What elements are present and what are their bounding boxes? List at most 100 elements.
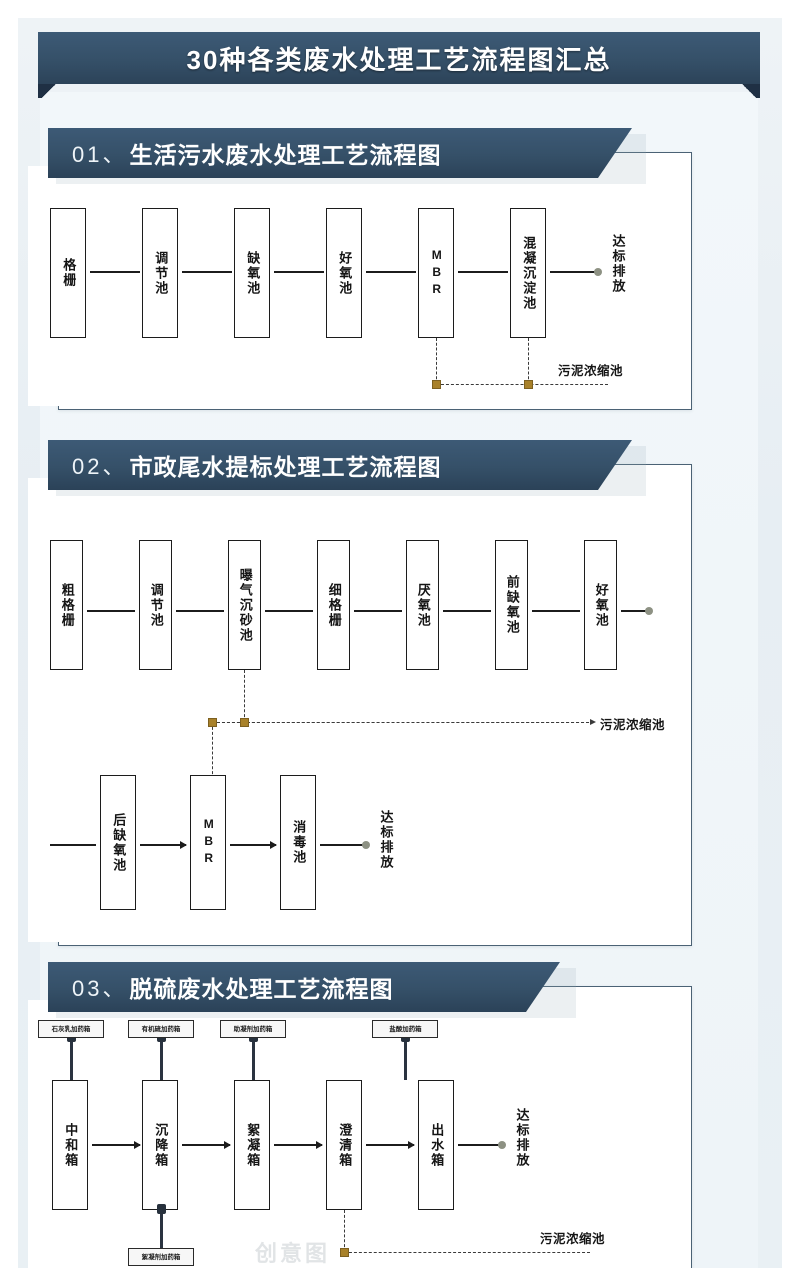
connector-arrow: [443, 610, 491, 612]
process-box-zhonghexiang: 中和箱: [52, 1080, 88, 1210]
process-box-label: 前缺氧池: [504, 575, 520, 635]
main-title-banner: 30种各类废水处理工艺流程图汇总: [38, 32, 760, 84]
process-box-chushuixiang: 出水箱: [418, 1080, 454, 1210]
section-01: 01、 生活污水废水处理工艺流程图 格栅 调节池 缺氧池 好氧池 MBR 混凝沉…: [0, 128, 718, 428]
process-box-label: 调节池: [148, 582, 164, 628]
sludge-main-line: [436, 384, 608, 385]
outlet-connector: [458, 1141, 506, 1149]
outlet-label: 达标排放: [610, 234, 626, 294]
connector-arrow: [265, 610, 313, 612]
process-box-label: 后缺氧池: [111, 812, 127, 873]
process-box-tiaojiechi: 调节池: [142, 208, 178, 338]
dosing-tank-youjiliu: 有机硫加药箱: [128, 1020, 194, 1038]
section-02-number: 02、: [72, 454, 128, 479]
process-box-label: 厌氧池: [415, 582, 431, 628]
process-box-haoyangchi: 好氧池: [326, 208, 362, 338]
connector-arrow: [140, 841, 187, 849]
dosing-stem: [249, 1032, 258, 1080]
process-box-label: 曝气沉砂池: [237, 567, 253, 643]
process-box-label: 出水箱: [429, 1122, 445, 1168]
row2-inlet-connector: [50, 844, 96, 846]
outlet-label: 达标排放: [378, 810, 394, 870]
connector-arrow: [230, 841, 277, 849]
sludge-node: [432, 380, 441, 389]
connector-arrow: [366, 1141, 415, 1149]
section-03: 03、 脱硫废水处理工艺流程图 石灰乳加药箱 有机硫加药箱 助凝剂加药箱 盐酸加…: [0, 962, 718, 1268]
process-box-yanyangchi: 厌氧池: [406, 540, 439, 670]
process-box-haoyangchi: 好氧池: [584, 540, 617, 670]
connector-arrow: [354, 610, 402, 612]
process-box-label: 澄清箱: [337, 1122, 353, 1168]
dosing-stem-bottom: [157, 1204, 166, 1248]
process-box-xuningxiang: 絮凝箱: [234, 1080, 270, 1210]
sludge-tank-label: 污泥浓缩池: [600, 718, 666, 732]
sludge-node: [208, 718, 217, 727]
sludge-node: [240, 718, 249, 727]
process-box-xigezhan: 细格栅: [317, 540, 350, 670]
process-box-qianqueyangchi: 前缺氧池: [495, 540, 528, 670]
process-box-label: 粗格栅: [59, 582, 75, 628]
process-box-label: 混凝沉淀池: [521, 235, 537, 311]
process-box-label: 缺氧池: [245, 250, 261, 296]
process-box-cugezhan: 粗格栅: [50, 540, 83, 670]
section-01-header: 01、 生活污水废水处理工艺流程图: [48, 128, 632, 178]
page-title: 30种各类废水处理工艺流程图汇总: [186, 44, 612, 75]
connector-arrow: [458, 271, 508, 273]
sludge-tank-label: 污泥浓缩池: [558, 364, 624, 378]
dosing-tank-label: 絮凝剂加药箱: [141, 1254, 181, 1261]
process-box-label: 调节池: [153, 250, 169, 296]
connector-arrow: [532, 610, 580, 612]
dosing-tank-shihuiru: 石灰乳加药箱: [38, 1020, 104, 1038]
sludge-main-line: [344, 1252, 590, 1253]
sludge-main-line-arrow: [212, 719, 596, 725]
sludge-node: [340, 1248, 349, 1257]
section-01-number: 01、: [72, 142, 128, 167]
dosing-stem: [401, 1032, 410, 1080]
sludge-tank-label: 污泥浓缩池: [540, 1232, 606, 1246]
section-02-header: 02、 市政尾水提标处理工艺流程图: [48, 440, 632, 490]
connector-arrow: [90, 271, 140, 273]
sludge-drop-line: [436, 338, 437, 384]
sludge-drop-line: [528, 338, 529, 384]
outlet-label: 达标排放: [514, 1108, 530, 1168]
process-box-baoqichenshachi: 曝气沉砂池: [228, 540, 261, 670]
banner-fold-left-icon: [38, 84, 60, 98]
connector-arrow: [274, 1141, 323, 1149]
section-01-title: 生活污水废水处理工艺流程图: [129, 142, 442, 168]
dosing-stem: [67, 1032, 76, 1080]
process-box-gezhan: 格栅: [50, 208, 86, 338]
connector-arrow: [176, 610, 224, 612]
process-box-label: 絮凝箱: [245, 1122, 261, 1168]
sludge-node: [524, 380, 533, 389]
section-03-header: 03、 脱硫废水处理工艺流程图: [48, 962, 560, 1012]
process-box-label: MBR: [429, 247, 444, 299]
connector-arrow: [366, 271, 416, 273]
dosing-tank-xuningji: 絮凝剂加药箱: [128, 1248, 194, 1266]
row1-end-connector: [621, 607, 653, 615]
process-box-houqueyangchi: 后缺氧池: [100, 775, 136, 910]
connector-arrow: [274, 271, 324, 273]
process-box-label: 好氧池: [337, 250, 353, 296]
process-box-xiaoduchi: 消毒池: [280, 775, 316, 910]
banner-fold-right-icon: [738, 84, 760, 98]
connector-arrow: [92, 1141, 141, 1149]
process-box-mbr: MBR: [418, 208, 454, 338]
process-box-label: 消毒池: [291, 820, 307, 865]
process-box-label: 沉降箱: [153, 1122, 169, 1168]
dosing-tank-label: 盐酸加药箱: [388, 1026, 422, 1033]
dosing-tank-zhuningji: 助凝剂加药箱: [220, 1020, 286, 1038]
process-box-label: 细格栅: [326, 582, 342, 628]
connector-arrow: [87, 610, 135, 612]
sludge-drop-line: [344, 1210, 345, 1252]
process-box-label: 格栅: [61, 258, 77, 288]
process-box-chenjiangxiang: 沉降箱: [142, 1080, 178, 1210]
section-03-title: 脱硫废水处理工艺流程图: [129, 976, 394, 1002]
section-02: 02、 市政尾水提标处理工艺流程图 粗格栅 调节池 曝气沉砂池 细格栅 厌氧池 …: [0, 440, 718, 960]
process-box-queyangchi: 缺氧池: [234, 208, 270, 338]
outlet-connector: [550, 268, 602, 276]
process-box-tiaojiechi: 调节池: [139, 540, 172, 670]
process-box-hunningchendianchi: 混凝沉淀池: [510, 208, 546, 338]
section-03-number: 03、: [72, 976, 128, 1001]
dosing-stem: [157, 1032, 166, 1080]
